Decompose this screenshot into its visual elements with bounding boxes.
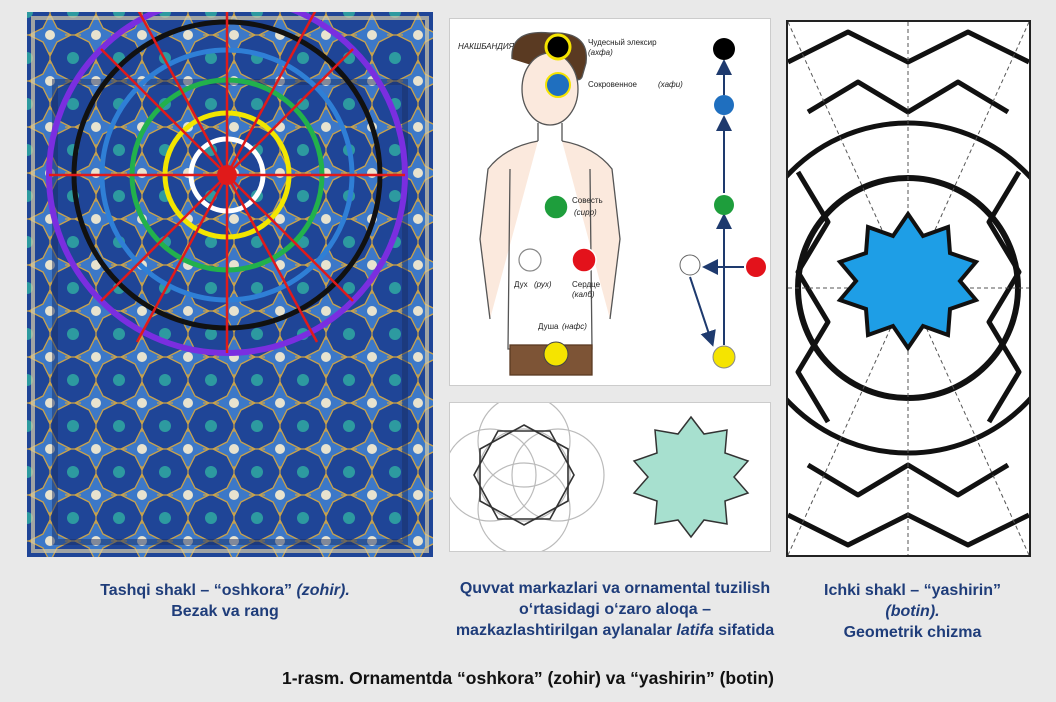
caption-middle-line2: o‘rtasidagi o‘zaro aloqa – bbox=[430, 599, 800, 620]
label-sirr-term: (сирр) bbox=[574, 208, 597, 217]
point-nafs bbox=[544, 342, 568, 366]
label-rukh-term: (рух) bbox=[534, 280, 552, 289]
caption-right-italic: (botin). bbox=[885, 603, 939, 620]
construction-circles bbox=[450, 403, 604, 551]
point-rukh bbox=[519, 249, 541, 271]
point-akhfa bbox=[546, 35, 570, 59]
chain-green bbox=[714, 195, 734, 215]
chain-yellow bbox=[713, 346, 735, 368]
label-akhfa-term: (ахфа) bbox=[588, 48, 613, 57]
construction-polygons bbox=[474, 425, 574, 525]
center-point bbox=[217, 165, 237, 185]
chain-blue bbox=[714, 95, 734, 115]
label-nafs-term: (нафс) bbox=[562, 322, 587, 331]
caption-middle-line3-end: sifatida bbox=[718, 622, 774, 639]
tile-mosaic-photo bbox=[27, 12, 433, 557]
caption-left-line1: Tashqi shakl – “oshkora” bbox=[100, 582, 292, 599]
chain-black bbox=[713, 38, 735, 60]
caption-middle-line1: Quvvat markazlari va ornamental tuzilish bbox=[430, 578, 800, 599]
caption-middle: Quvvat markazlari va ornamental tuzilish… bbox=[430, 578, 800, 641]
label-qalb-name: Сердце bbox=[572, 280, 601, 289]
flow-chain bbox=[680, 38, 766, 368]
label-akhfa-name: Чудесный элексир bbox=[588, 38, 657, 47]
caption-left-italic: (zohir). bbox=[296, 582, 349, 599]
point-qalb bbox=[572, 248, 596, 272]
label-khafi-name: Сокровенное bbox=[588, 80, 638, 89]
star-construction bbox=[449, 402, 771, 552]
chain-red bbox=[746, 257, 766, 277]
label-khafi-term: (хафи) bbox=[658, 80, 683, 89]
chain-white bbox=[680, 255, 700, 275]
corner-label: НАКШБАНДИЯ bbox=[458, 42, 515, 51]
ring-overlay bbox=[27, 12, 433, 557]
caption-right-line3: Geometrik chizma bbox=[790, 622, 1035, 643]
central-star bbox=[840, 214, 976, 348]
caption-right: Ichki shakl – “yashirin” (botin). Geomet… bbox=[790, 580, 1035, 643]
point-khafi bbox=[546, 73, 570, 97]
ten-point-star bbox=[634, 417, 748, 537]
label-rukh-name: Дух bbox=[514, 280, 528, 289]
caption-middle-line3: mazkazlashtirilgan aylanalar bbox=[456, 622, 672, 639]
point-sirr bbox=[544, 195, 568, 219]
caption-left-line2: Bezak va rang bbox=[35, 601, 415, 622]
label-sirr-name: Совесть bbox=[572, 196, 603, 205]
figure-title: 1-rasm. Ornamentda “oshkora” (zohir) va … bbox=[0, 668, 1056, 689]
label-nafs-name: Душа bbox=[538, 322, 559, 331]
caption-middle-italic: latifa bbox=[676, 622, 713, 639]
caption-left: Tashqi shakl – “oshkora” (zohir). Bezak … bbox=[35, 580, 415, 622]
body-energy-diagram: НАКШБАНДИЯ Чудесный элексир (ахфа) Сокро… bbox=[449, 18, 771, 386]
label-qalb-term: (калб) bbox=[572, 290, 595, 299]
geometric-drawing bbox=[786, 20, 1031, 557]
caption-right-line1: Ichki shakl – “yashirin” bbox=[790, 580, 1035, 601]
